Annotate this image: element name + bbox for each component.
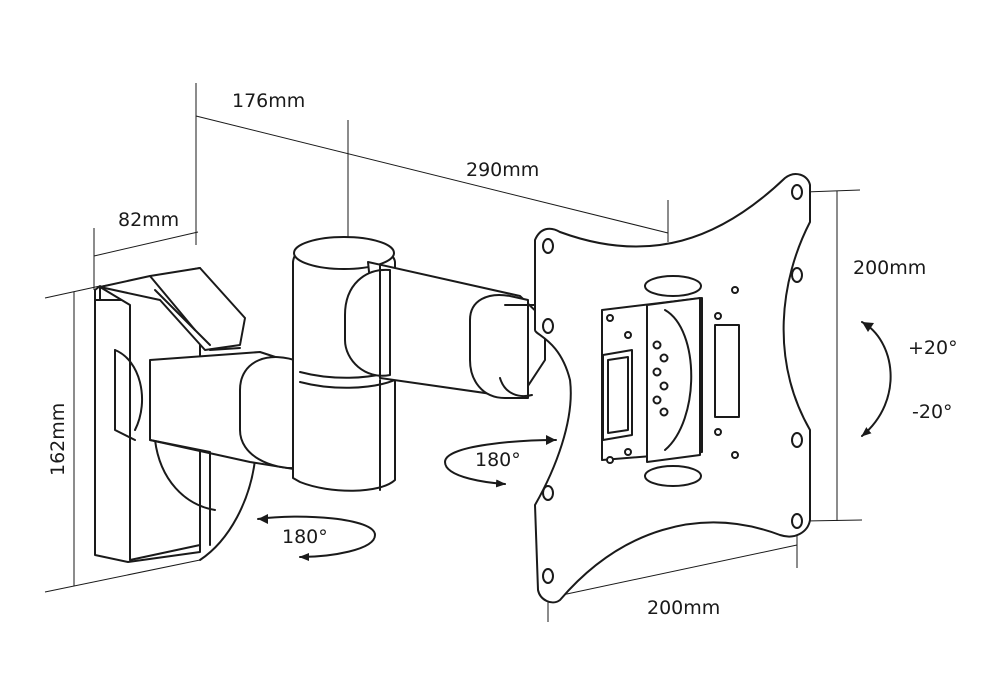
label-wall-plate-width: 82mm: [118, 209, 179, 231]
label-tilt-up: +20°: [908, 337, 958, 359]
label-vesa-horizontal: 200mm: [647, 597, 720, 619]
label-wall-plate-height: 162mm: [47, 403, 69, 476]
label-wall-swivel: 180°: [282, 526, 328, 548]
mounting-holes: [542, 184, 803, 584]
dimension-lines: [44, 83, 863, 622]
label-arm-depth: 176mm: [232, 90, 305, 112]
label-arm-swivel: 180°: [475, 449, 521, 471]
labels: 176mm 290mm 82mm 162mm 200mm 200mm +20° …: [47, 90, 958, 619]
rotation-arrows: [257, 321, 892, 561]
upper-arm: [344, 261, 546, 399]
label-tilt-down: -20°: [912, 401, 953, 423]
vesa-plate: [534, 173, 811, 604]
label-arm-extension: 290mm: [466, 159, 539, 181]
lower-arm: [149, 347, 301, 471]
label-vesa-vertical: 200mm: [853, 257, 926, 279]
